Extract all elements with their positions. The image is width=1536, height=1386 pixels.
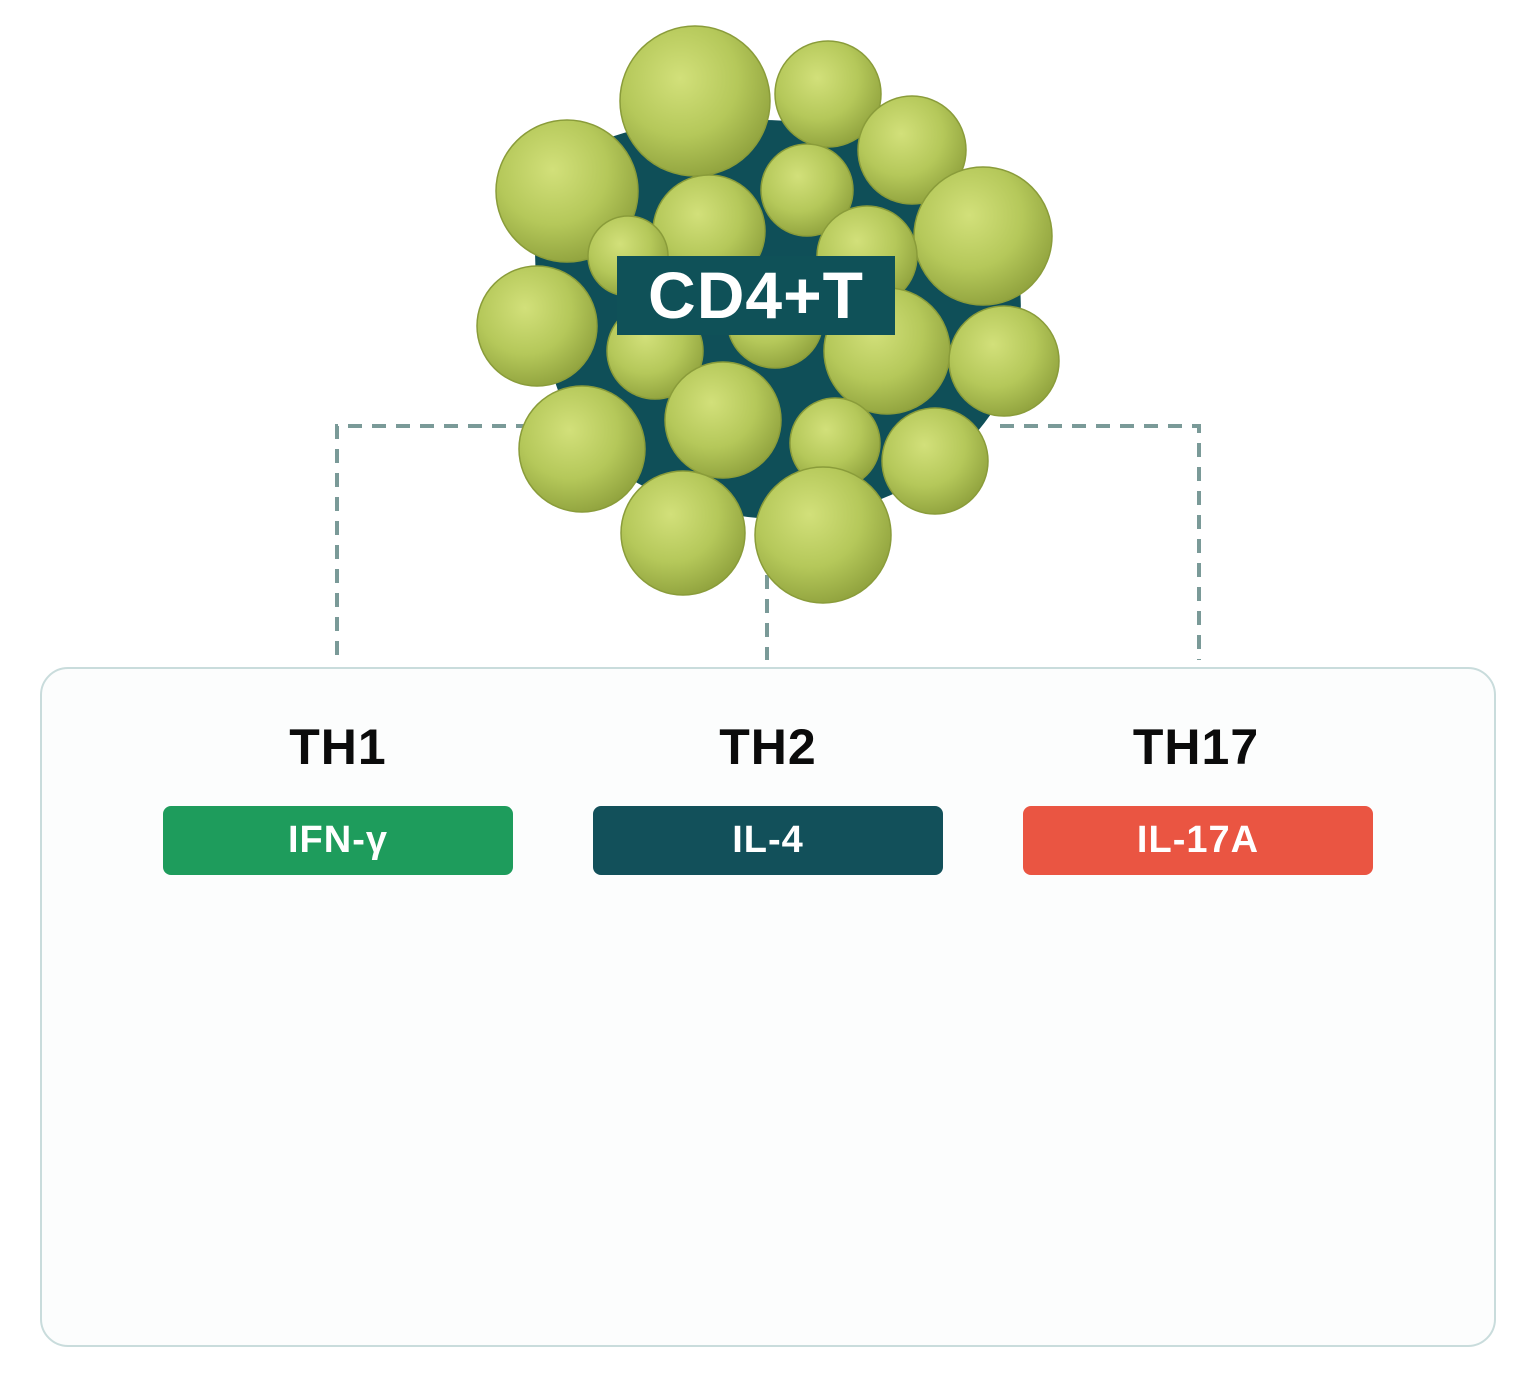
- connector-lines: [335, 424, 1201, 660]
- cluster-cell: [913, 166, 1053, 306]
- il4-badge: IL-4: [593, 806, 943, 875]
- cluster-cell: [774, 40, 882, 148]
- cluster-cell: [948, 305, 1060, 417]
- il17a-badge: IL-17A: [1023, 806, 1373, 875]
- cluster-cell: [518, 385, 646, 513]
- subset-panel: [40, 667, 1496, 1347]
- ifn-gamma-badge: IFN-γ: [163, 806, 513, 875]
- cluster-cell: [664, 361, 782, 479]
- th17-title: TH17: [1132, 719, 1260, 775]
- cluster-cell: [754, 466, 892, 604]
- th1-title: TH1: [289, 719, 387, 775]
- cluster-cell: [476, 265, 598, 387]
- cluster-cell: [619, 25, 771, 177]
- cd4-t-label: CD4+T: [617, 256, 895, 335]
- cluster-cell: [857, 95, 967, 205]
- cluster-cell: [760, 143, 854, 237]
- cluster-cell: [620, 470, 746, 596]
- th2-title: TH2: [719, 719, 817, 775]
- connector-to-th1: [335, 424, 530, 660]
- cluster-cell: [881, 407, 989, 515]
- connector-to-th17: [1000, 424, 1201, 660]
